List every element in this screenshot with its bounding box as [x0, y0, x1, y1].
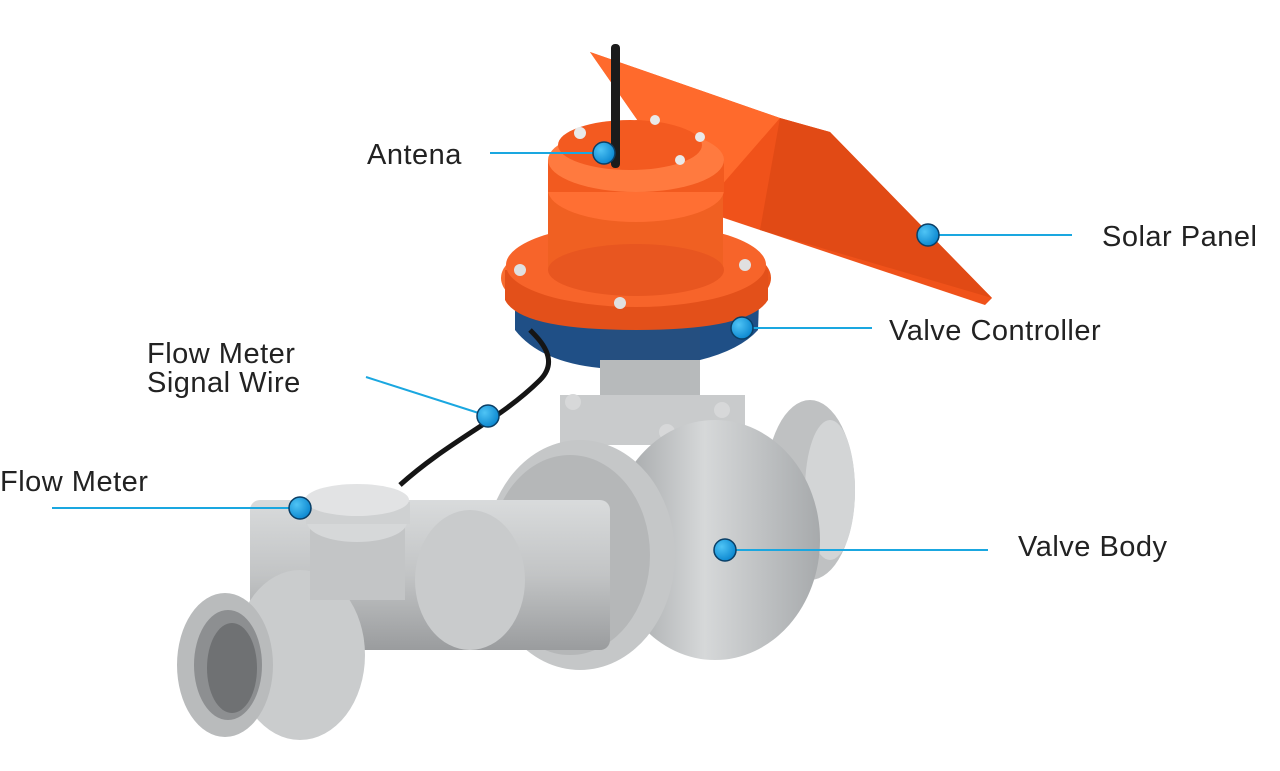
- callout-dot-valve-body: [713, 538, 737, 562]
- valve-body-illustration: [177, 328, 855, 740]
- callout-lines: [52, 152, 1072, 551]
- callout-line-signal-wire: [365, 376, 489, 417]
- callout-dot-flow-meter: [288, 496, 312, 520]
- label-signal-wire-line2: Signal Wire: [147, 367, 301, 399]
- callout-dot-solar-panel: [916, 223, 940, 247]
- label-signal-wire-line1: Flow Meter: [147, 338, 296, 370]
- label-flow-meter: Flow Meter: [0, 466, 149, 498]
- callout-dot-antenna: [592, 141, 616, 165]
- label-flow-meter-signal-wire: Flow Meter Signal Wire: [147, 340, 301, 398]
- label-valve-controller: Valve Controller: [889, 315, 1102, 347]
- callout-dot-valve-controller: [730, 316, 754, 340]
- label-solar-panel: Solar Panel: [1102, 221, 1258, 253]
- callout-dot-signal-wire: [476, 404, 500, 428]
- label-valve-body: Valve Body: [1018, 531, 1168, 563]
- valve-controller-illustration: [501, 44, 771, 368]
- callout-dots: [288, 141, 940, 562]
- label-antenna: Antena: [367, 139, 462, 171]
